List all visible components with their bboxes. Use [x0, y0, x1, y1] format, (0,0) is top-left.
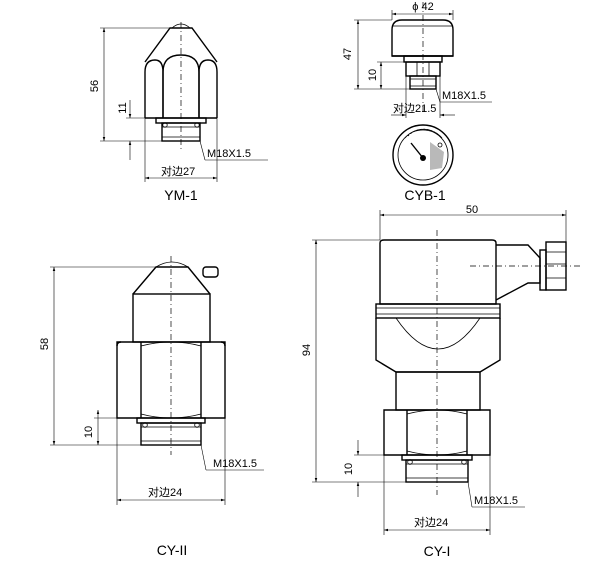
cy1-figure — [312, 210, 580, 535]
ym1-thread-label: M18X1.5 — [207, 148, 251, 160]
cyb1-height-label: 47 — [342, 48, 354, 60]
cy2-figure — [50, 256, 264, 505]
ym1-thread-length-label: 11 — [117, 102, 129, 113]
cy2-thread-length-label: 10 — [83, 426, 95, 438]
cyb1-diameter-label: ϕ 42 — [412, 1, 433, 13]
cy1-title: CY-I — [424, 543, 451, 559]
cy2-title: CY-II — [157, 542, 188, 558]
ym1-across-flats-label: 对边27 — [161, 164, 195, 178]
cy1-height-label: 94 — [301, 344, 313, 356]
ym1-title: YM-1 — [164, 187, 198, 203]
cyb1-across-flats-label: 对边21.5 — [393, 101, 436, 115]
cyb1-thread-label: M18X1.5 — [442, 90, 486, 102]
ym1-figure — [100, 22, 268, 182]
cy2-across-flats-label: 对边24 — [148, 485, 182, 499]
cyb1-figure — [354, 2, 492, 186]
cy2-thread-label: M18X1.5 — [213, 458, 257, 470]
cyb1-thread-length-label: 10 — [367, 69, 379, 81]
cy1-thread-length-label: 10 — [343, 463, 355, 475]
cy2-height-label: 58 — [39, 338, 51, 350]
cyb1-title: CYB-1 — [404, 187, 445, 203]
cy1-width-label: 50 — [466, 204, 478, 216]
cy1-thread-label: M18X1.5 — [474, 495, 518, 507]
cy1-across-flats-label: 对边24 — [414, 515, 448, 529]
ym1-height-label: 56 — [89, 80, 101, 92]
